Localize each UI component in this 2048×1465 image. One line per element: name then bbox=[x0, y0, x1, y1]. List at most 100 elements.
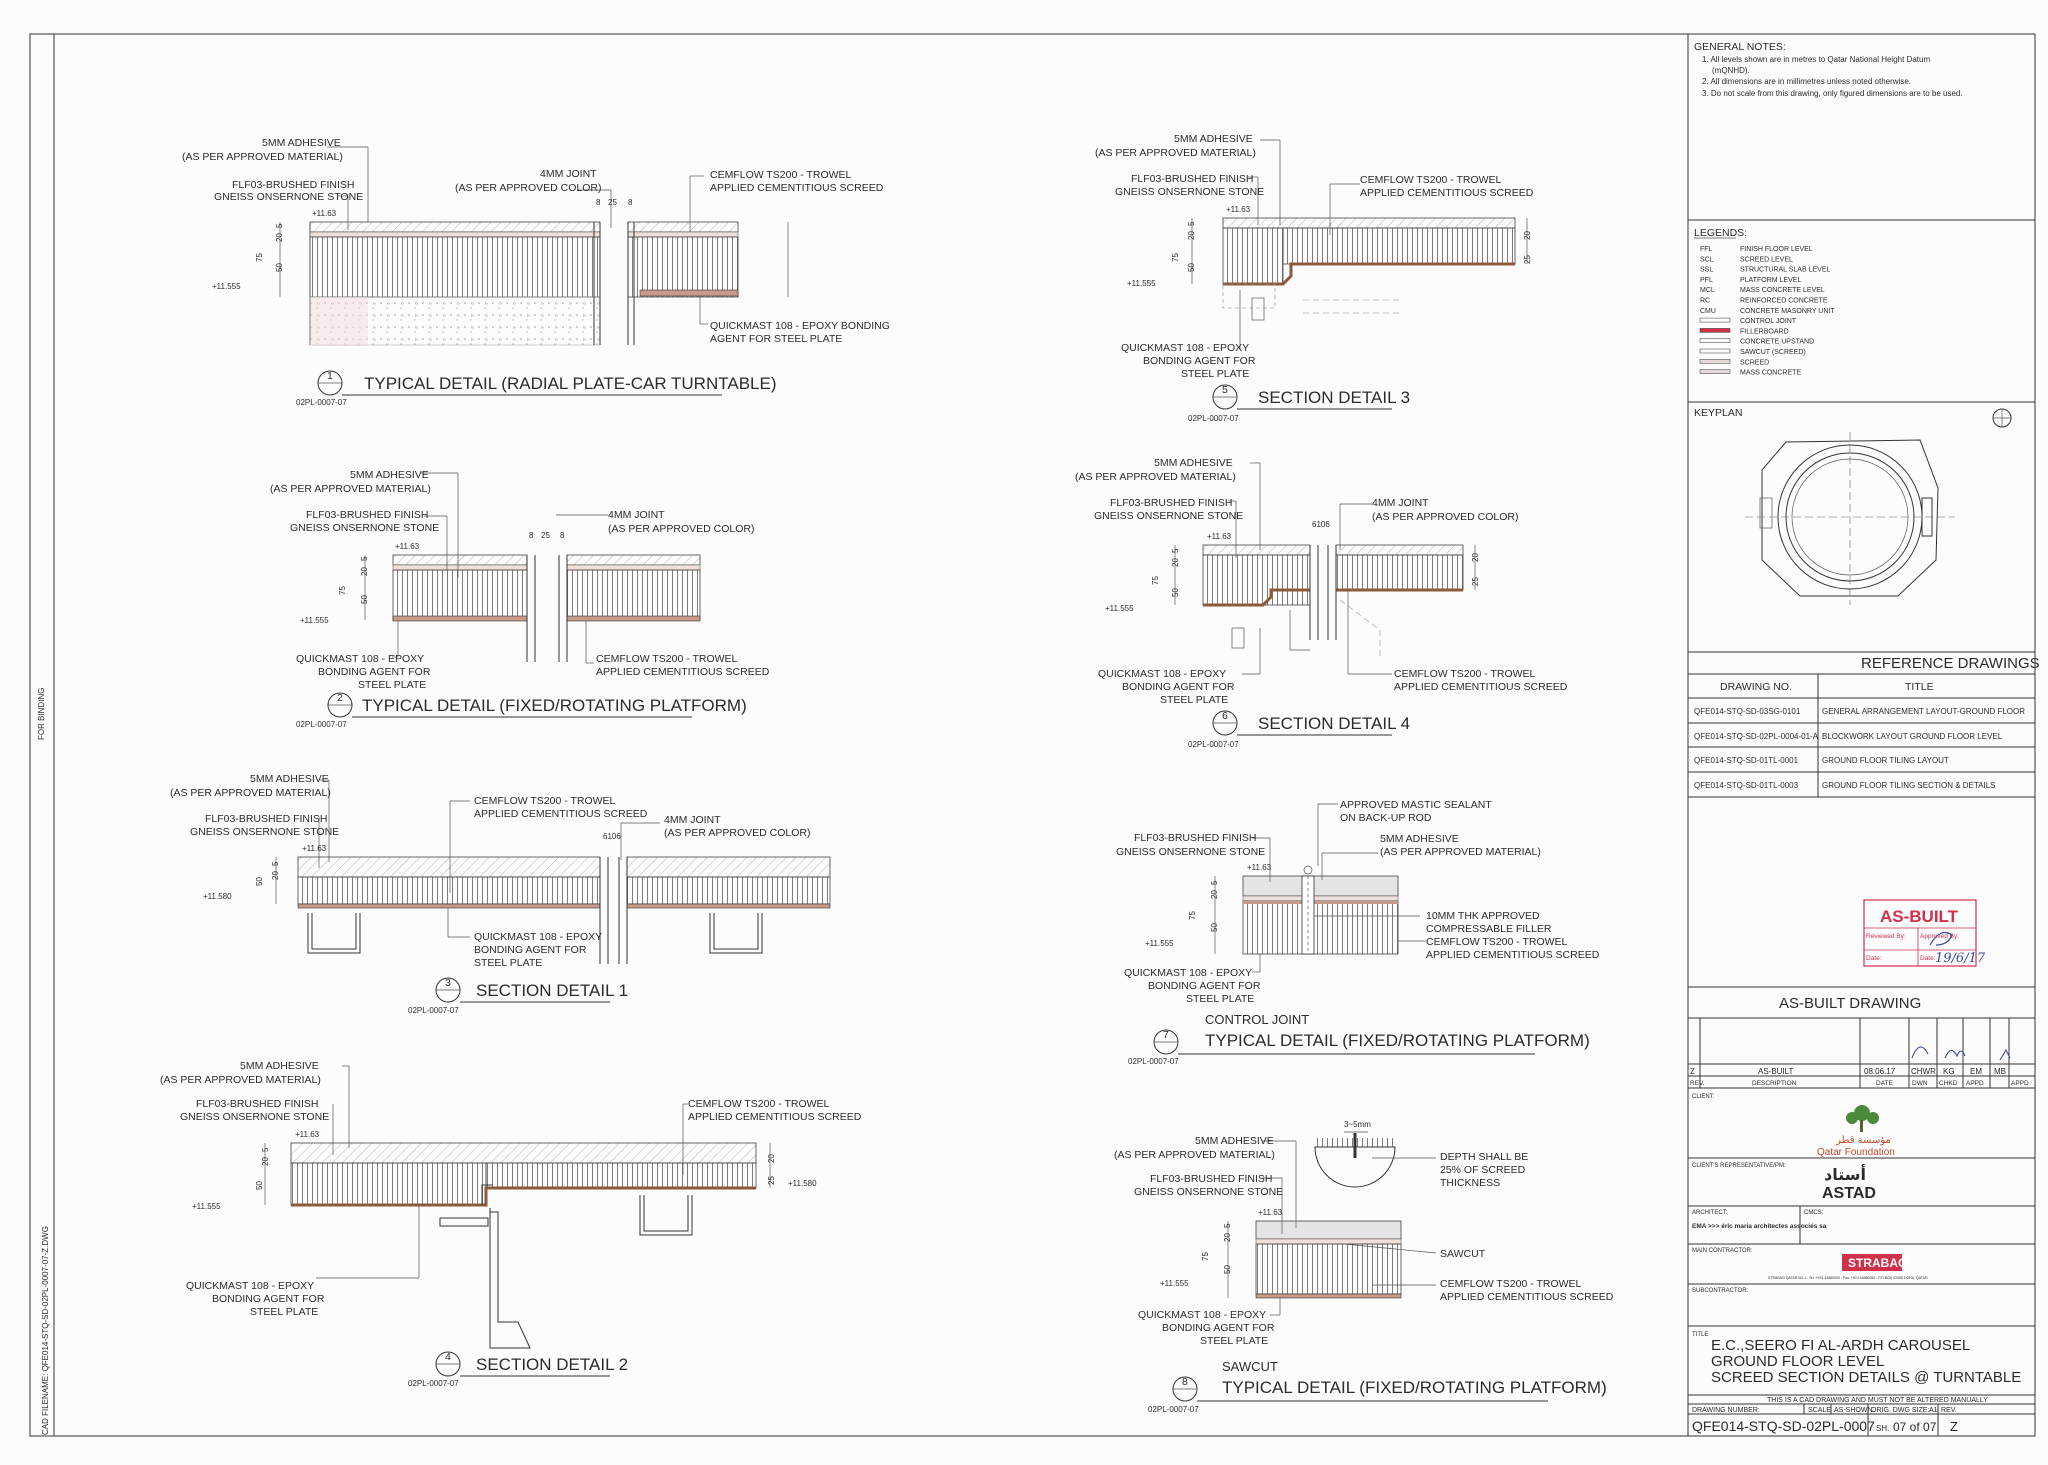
annotation-text: +11.63 bbox=[1247, 863, 1272, 872]
annotation-text: مؤسسة قطر bbox=[1835, 1135, 1891, 1146]
detail-title: TYPICAL DETAIL (FIXED/ROTATING PLATFORM) bbox=[1205, 1031, 1590, 1050]
annotation-text: +11.555 bbox=[212, 282, 241, 291]
annotation-text: EM bbox=[1970, 1067, 1982, 1076]
legend-desc: REINFORCED CONCRETE bbox=[1740, 298, 1828, 305]
annotation-text: APPLIED CEMENTITIOUS SCREED bbox=[1360, 187, 1534, 199]
annotation-text: Date: bbox=[1920, 955, 1936, 962]
legend-desc: SCREED LEVEL bbox=[1740, 256, 1793, 263]
annotation-text: CEMFLOW TS200 - TROWEL bbox=[710, 169, 852, 181]
annotation-text: BONDING AGENT FOR bbox=[1148, 980, 1261, 992]
signature bbox=[1929, 932, 1953, 946]
annotation-text: STEEL PLATE bbox=[1186, 993, 1254, 1005]
annotation-text: (AS PER APPROVED MATERIAL) bbox=[170, 787, 331, 799]
annotation-text: +11.63 bbox=[312, 209, 337, 218]
annotation-text: BONDING AGENT FOR bbox=[1162, 1322, 1275, 1334]
legend-abbr: SCL bbox=[1700, 256, 1714, 263]
annotation-text: +11.555 bbox=[1105, 604, 1134, 613]
annotation-text: (AS PER APPROVED COLOR) bbox=[608, 523, 754, 535]
annotation-text: (AS PER APPROVED MATERIAL) bbox=[160, 1074, 321, 1086]
detail-ref: 02PL-0007-07 bbox=[408, 1006, 459, 1015]
annotation-text: 2. All dimensions are in millimetres unl… bbox=[1702, 77, 1911, 86]
legend-abbr: RC bbox=[1700, 298, 1710, 305]
annotation-text: QUICKMAST 108 - EPOXY bbox=[1121, 342, 1249, 354]
annotation-text: 5MM ADHESIVE bbox=[240, 1060, 319, 1072]
annotation-text: ASTAD bbox=[1822, 1185, 1876, 1202]
annotation-text: DRAWING NO. bbox=[1720, 681, 1792, 693]
annotation-text: APPLIED CEMENTITIOUS SCREED bbox=[474, 808, 648, 820]
annotation-text: SAWCUT bbox=[1440, 1248, 1486, 1260]
qatar-foundation-logo-icon bbox=[1846, 1105, 1879, 1132]
detail-ref: 02PL-0007-07 bbox=[1188, 740, 1239, 749]
annotation-text: 20 bbox=[1187, 231, 1196, 240]
annotation-text: 4MM JOINT bbox=[608, 509, 665, 521]
annotation-text: Z bbox=[1950, 1419, 1958, 1434]
annotation-text: 20 bbox=[1223, 1233, 1232, 1242]
annotation-text: STEEL PLATE bbox=[474, 957, 542, 969]
annotation-text: QUICKMAST 108 - EPOXY bbox=[1098, 668, 1226, 680]
annotation-text: 20 bbox=[1471, 553, 1480, 562]
annotation-text: GNEISS ONSERNONE STONE bbox=[190, 826, 339, 838]
annotation-text: (AS PER APPROVED MATERIAL) bbox=[1114, 1149, 1275, 1161]
annotation-text: QFE014-STQ-SD-02PL-0004-01-A bbox=[1694, 732, 1819, 741]
detail-subtitle: CONTROL JOINT bbox=[1205, 1012, 1309, 1027]
annotation-text: 20 bbox=[360, 567, 369, 576]
annotation-text: 50 bbox=[255, 877, 264, 886]
legend-abbr: SSL bbox=[1700, 267, 1713, 274]
sheet-border bbox=[29, 33, 2036, 1437]
annotation-text: 75 bbox=[338, 586, 347, 595]
annotation-text: CEMFLOW TS200 - TROWEL bbox=[596, 653, 738, 665]
annotation-text: 25 bbox=[541, 531, 550, 540]
keyplan-outline bbox=[1761, 439, 1939, 597]
annotation-text: 25 bbox=[1471, 577, 1480, 586]
legend-abbr: FFL bbox=[1700, 246, 1713, 253]
annotation-text: SH. bbox=[1876, 1424, 1889, 1433]
annotation-text: QUICKMAST 108 - EPOXY bbox=[1124, 967, 1252, 979]
annotation-text: LEGENDS: bbox=[1694, 227, 1747, 239]
detail-7: 7 02PL-0007-07 CONTROL JOINT TYPICAL DET… bbox=[1116, 799, 1600, 1066]
annotation-text: +11.63 bbox=[1258, 1208, 1283, 1217]
annotation-text: GNEISS ONSERNONE STONE bbox=[180, 1111, 329, 1123]
annotation-text: GROUND FLOOR TILING SECTION & DETAILS bbox=[1822, 781, 1996, 790]
detail-number: 5 bbox=[1222, 384, 1228, 396]
annotation-text: QFE014-STQ-SD-03SG-0101 bbox=[1694, 707, 1801, 716]
annotation-text: REV. bbox=[1690, 1080, 1705, 1087]
annotation-text: أستاد bbox=[1824, 1164, 1866, 1184]
annotation-text: FLF03-BRUSHED FINISH bbox=[1110, 497, 1233, 509]
annotation-text: QFE014-STQ-SD-01TL-0001 bbox=[1694, 756, 1799, 765]
annotation-text: +11.555 bbox=[1145, 939, 1174, 948]
annotation-text: 5MM ADHESIVE bbox=[1380, 833, 1459, 845]
annotation-text: 5 bbox=[1171, 548, 1180, 553]
annotation-text: CEMFLOW TS200 - TROWEL bbox=[474, 795, 616, 807]
annotation-text: (mQNHD). bbox=[1712, 66, 1750, 75]
annotation-text: KG bbox=[1943, 1067, 1955, 1076]
annotation-text: FLF03-BRUSHED FINISH bbox=[306, 509, 429, 521]
annotation-text: +11.63 bbox=[302, 844, 327, 853]
detail-title: SECTION DETAIL 4 bbox=[1258, 714, 1410, 733]
detail-number: 3 bbox=[445, 977, 451, 989]
legend-desc: MASS CONCRETE bbox=[1740, 370, 1801, 377]
annotation-text: APPROVED MASTIC SEALANT bbox=[1340, 799, 1492, 811]
annotation-text: (AS PER APPROVED MATERIAL) bbox=[1380, 846, 1541, 858]
annotation-text: GNEISS ONSERNONE STONE bbox=[1134, 1186, 1283, 1198]
annotation-text: 5MM ADHESIVE bbox=[1174, 133, 1253, 145]
detail-6: 6 02PL-0007-07 SECTION DETAIL 4 5MM ADHE… bbox=[1075, 457, 1568, 749]
as-built-stamp: AS-BUILT Reviewed By: Approved By: Date:… bbox=[1863, 899, 1986, 967]
annotation-text: MB bbox=[1994, 1067, 2006, 1076]
binding-label: FOR BINDING bbox=[37, 688, 46, 740]
detail-number: 2 bbox=[337, 692, 343, 704]
annotation-text: CEMFLOW TS200 - TROWEL bbox=[1440, 1278, 1582, 1290]
annotation-text: REFERENCE DRAWINGS bbox=[1861, 655, 2040, 672]
annotation-text: 5MM ADHESIVE bbox=[1154, 457, 1233, 469]
annotation-text: GNEISS ONSERNONE STONE bbox=[1116, 846, 1265, 858]
annotation-text: GENERAL NOTES: bbox=[1694, 41, 1786, 53]
annotation-text: 8 bbox=[529, 531, 534, 540]
annotation-text: (AS PER APPROVED MATERIAL) bbox=[182, 151, 343, 163]
legend-abbr: MCL bbox=[1700, 287, 1715, 294]
legend-desc: MASS CONCRETE LEVEL bbox=[1740, 287, 1825, 294]
annotation-text: QFE014-STQ-SD-01TL-0003 bbox=[1694, 781, 1799, 790]
annotation-text: GROUND FLOOR TILING LAYOUT bbox=[1822, 756, 1949, 765]
annotation-text: 75 bbox=[1151, 576, 1160, 585]
legend-swatch bbox=[1699, 369, 1731, 374]
annotation-text: 8 bbox=[628, 198, 633, 207]
